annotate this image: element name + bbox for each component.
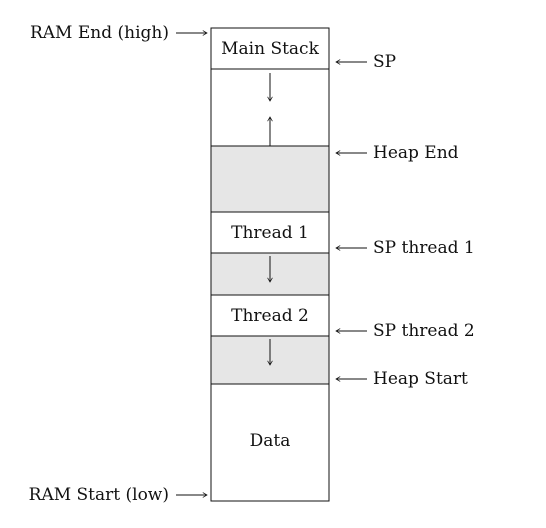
sp-label: SP <box>373 52 396 72</box>
sp-thread1-label: SP thread 1 <box>373 238 475 258</box>
main-stack-block <box>210 27 330 70</box>
thread2-label: Thread 2 <box>231 306 309 326</box>
heap-end-label: Heap End <box>373 143 459 163</box>
ram-start-label: RAM Start (low) <box>29 485 169 505</box>
heap-upper-block <box>210 145 330 213</box>
thread1-label: Thread 1 <box>231 223 309 243</box>
main-stack-label: Main Stack <box>221 39 319 59</box>
data-block <box>210 383 330 502</box>
data-label: Data <box>250 431 291 451</box>
sp-thread2-label: SP thread 2 <box>373 321 475 341</box>
heap-start-label: Heap Start <box>373 369 468 389</box>
ram-end-label: RAM End (high) <box>30 23 169 43</box>
thread1-block <box>210 211 330 254</box>
